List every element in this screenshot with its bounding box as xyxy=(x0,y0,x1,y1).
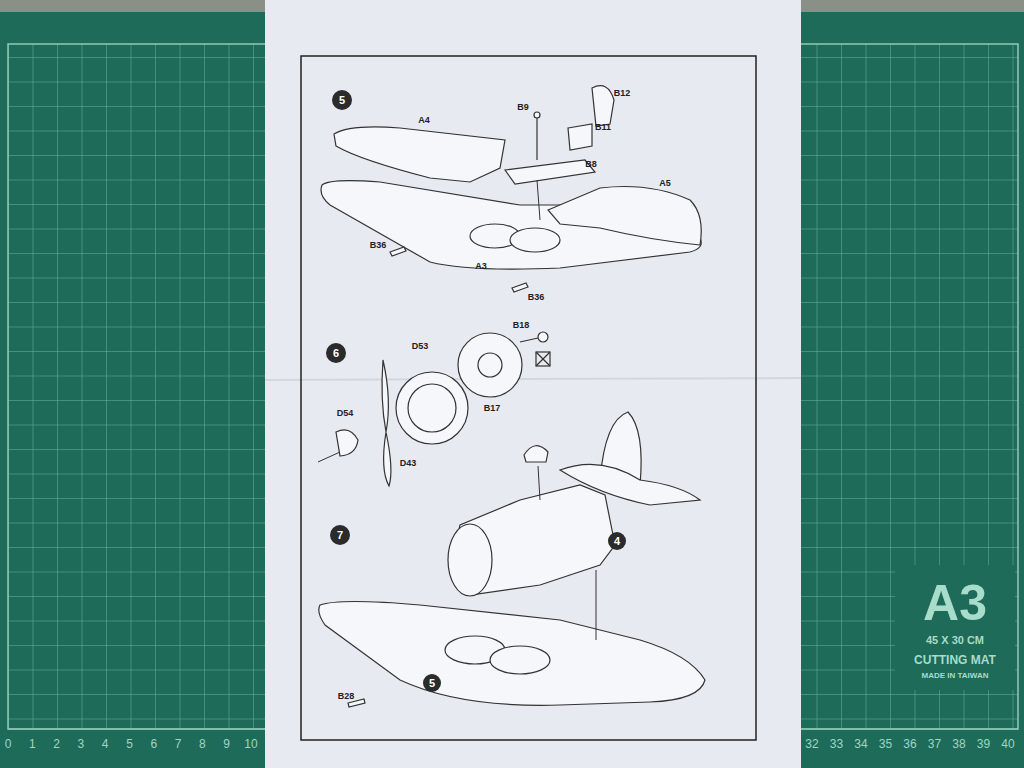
part-label: B36 xyxy=(528,293,545,302)
part-label: B11 xyxy=(595,123,611,132)
ruler-number: 34 xyxy=(854,738,867,750)
ruler-number: 40 xyxy=(1001,738,1014,750)
mat-text: CUTTING MAT xyxy=(914,654,996,666)
ruler-number: 0 xyxy=(5,738,12,750)
ruler-number: 33 xyxy=(830,738,843,750)
part-label: B9 xyxy=(517,103,529,112)
part-label: D54 xyxy=(337,409,354,418)
step-number: 5 xyxy=(332,90,352,110)
part-label: D53 xyxy=(412,342,429,351)
ruler-number: 1 xyxy=(29,738,36,750)
step-number: 7 xyxy=(330,525,350,545)
ruler-number: 3 xyxy=(78,738,85,750)
ruler-number: 10 xyxy=(244,738,257,750)
step-number-text: 7 xyxy=(337,530,343,541)
ruler-number: 9 xyxy=(223,738,230,750)
part-label: B8 xyxy=(585,160,597,169)
step-number-text: 5 xyxy=(339,95,345,106)
mat-text: A3 xyxy=(923,578,987,628)
step-number-text: 5 xyxy=(429,678,435,689)
ruler-number: 2 xyxy=(53,738,60,750)
ruler-number: 32 xyxy=(805,738,818,750)
ruler-number: 38 xyxy=(952,738,965,750)
ruler-number: 8 xyxy=(199,738,206,750)
step-number: 6 xyxy=(326,343,346,363)
part-label: B18 xyxy=(513,321,530,330)
ruler-number: 35 xyxy=(879,738,892,750)
part-label: B17 xyxy=(484,404,501,413)
part-label: B28 xyxy=(338,692,355,701)
ruler-number: 7 xyxy=(175,738,182,750)
step-number-text: 4 xyxy=(614,536,620,547)
ruler-number: 5 xyxy=(126,738,133,750)
step-number: 5 xyxy=(423,674,441,692)
ruler-number: 36 xyxy=(903,738,916,750)
ruler-number: 39 xyxy=(977,738,990,750)
mat-text: MADE IN TAIWAN xyxy=(922,672,989,680)
step-number: 4 xyxy=(608,532,626,550)
ruler-number: 4 xyxy=(102,738,109,750)
part-label: A4 xyxy=(418,116,430,125)
ruler-number: 37 xyxy=(928,738,941,750)
part-label: A3 xyxy=(475,262,487,271)
part-label: D43 xyxy=(400,459,417,468)
part-label: A5 xyxy=(659,179,671,188)
step-number-text: 6 xyxy=(333,348,339,359)
mat-text: 45 X 30 CM xyxy=(926,635,984,646)
ruler-number: 6 xyxy=(150,738,157,750)
part-label: B36 xyxy=(370,241,387,250)
part-label: B12 xyxy=(614,89,631,98)
